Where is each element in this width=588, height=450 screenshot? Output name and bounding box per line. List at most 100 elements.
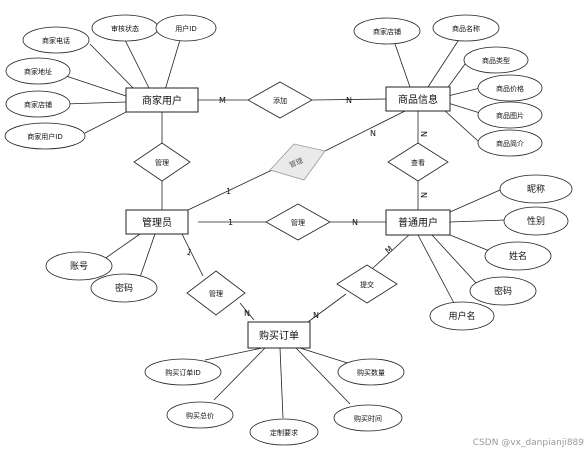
attr-product-image-label: 商品图片 bbox=[496, 111, 524, 120]
watermark: CSDN @vx_danpianji889 bbox=[472, 438, 584, 448]
attr-product-intro-label: 商品简介 bbox=[496, 139, 524, 148]
attr-merchant-shop-label: 商家店铺 bbox=[24, 100, 52, 109]
attr-user-password-label: 密码 bbox=[494, 285, 512, 297]
attr-custom-req[interactable]: 定制要求 bbox=[249, 418, 319, 446]
attr-merchant-user-id-label: 商家用户ID bbox=[27, 132, 62, 141]
attr-total-price[interactable]: 购买总价 bbox=[166, 401, 234, 429]
edge-total-price bbox=[213, 347, 266, 401]
card-view-user-n: N bbox=[419, 192, 428, 198]
attr-merchant-phone[interactable]: 商家电话 bbox=[22, 26, 90, 54]
edge-username bbox=[417, 234, 456, 306]
card-shaded-product-n: N bbox=[370, 129, 376, 138]
attr-purchase-time-label: 购买时间 bbox=[354, 414, 382, 423]
card-submit-order-n: N bbox=[313, 311, 319, 320]
entity-admin[interactable]: 管理员 bbox=[125, 209, 189, 235]
attr-product-type[interactable]: 商品类型 bbox=[463, 46, 529, 74]
card-product-view-n: N bbox=[419, 131, 428, 137]
attr-quantity-label: 购买数量 bbox=[357, 368, 385, 377]
attr-merchant-user-id[interactable]: 商家用户ID bbox=[4, 122, 86, 150]
attr-user-id[interactable]: 用户ID bbox=[155, 14, 217, 42]
attr-product-intro[interactable]: 商品简介 bbox=[477, 129, 543, 157]
attr-order-id-label: 购买订单ID bbox=[165, 368, 200, 377]
edge-merchant-user-id bbox=[84, 109, 131, 134]
edge-purchase-time bbox=[295, 347, 351, 405]
edge-user-password bbox=[431, 234, 477, 284]
rel-view[interactable]: 查看 bbox=[387, 142, 449, 182]
attr-purchase-time[interactable]: 购买时间 bbox=[333, 404, 403, 432]
edges bbox=[59, 37, 506, 419]
card-merchant-add-m: M bbox=[219, 96, 226, 105]
edge-custom-req bbox=[279, 347, 284, 419]
card-admin-mid-1: 1 bbox=[228, 218, 233, 227]
attr-product-shop[interactable]: 商家店铺 bbox=[353, 17, 421, 45]
attr-admin-password[interactable]: 密码 bbox=[90, 273, 158, 303]
entity-product-info-label: 商品信息 bbox=[398, 93, 438, 106]
edge-product-image bbox=[447, 102, 481, 114]
attr-nickname[interactable]: 昵称 bbox=[499, 174, 573, 204]
edge-manage-order-order bbox=[239, 302, 255, 321]
edge-submit-order bbox=[307, 293, 347, 323]
attr-custom-req-label: 定制要求 bbox=[270, 428, 298, 437]
rel-manage-shaded[interactable]: 管理 bbox=[269, 143, 326, 181]
entity-product-info[interactable]: 商品信息 bbox=[385, 86, 451, 112]
card-add-product-n: N bbox=[346, 96, 352, 105]
attr-product-name[interactable]: 商品名称 bbox=[432, 14, 500, 42]
attr-username[interactable]: 用户名 bbox=[429, 301, 495, 331]
rel-manage-top-label: 管理 bbox=[155, 158, 169, 167]
entity-normal-user[interactable]: 普通用户 bbox=[385, 209, 451, 236]
rel-manage-mid[interactable]: 管理 bbox=[265, 203, 331, 241]
card-mid-user-n: N bbox=[352, 218, 358, 227]
attr-user-password[interactable]: 密码 bbox=[469, 276, 537, 306]
attr-gender-label: 性别 bbox=[527, 215, 545, 227]
card-admin-order-1: 1 bbox=[185, 247, 193, 257]
edge-add-product bbox=[311, 98, 387, 101]
attr-product-name-label: 商品名称 bbox=[452, 24, 480, 33]
attr-order-id[interactable]: 购买订单ID bbox=[144, 358, 222, 386]
attr-full-name[interactable]: 姓名 bbox=[484, 241, 552, 271]
attr-account-label: 账号 bbox=[70, 261, 88, 272]
edge-user-id bbox=[164, 39, 181, 91]
edge-account bbox=[99, 233, 141, 263]
attr-audit-status[interactable]: 审核状态 bbox=[91, 14, 159, 42]
attr-product-shop-label: 商家店铺 bbox=[373, 27, 401, 36]
edge-admin-password bbox=[137, 233, 156, 284]
rel-manage-top[interactable]: 管理 bbox=[133, 142, 191, 182]
entity-purchase-order[interactable]: 购买订单 bbox=[247, 321, 311, 349]
edge-merchant-address bbox=[59, 73, 127, 97]
edge-full-name bbox=[444, 232, 493, 253]
edge-user-submit bbox=[372, 233, 411, 269]
entity-merchant-user[interactable]: 商家用户 bbox=[125, 87, 199, 113]
attr-merchant-address[interactable]: 商家地址 bbox=[5, 57, 71, 85]
edge-product-shop bbox=[394, 43, 411, 88]
rel-manage-order[interactable]: 管理 bbox=[186, 270, 246, 316]
attr-user-id-label: 用户ID bbox=[175, 24, 196, 33]
attr-merchant-shop[interactable]: 商家店铺 bbox=[5, 90, 71, 118]
attr-account[interactable]: 账号 bbox=[45, 251, 113, 281]
entity-normal-user-label: 普通用户 bbox=[398, 216, 438, 229]
rel-submit-label: 提交 bbox=[360, 280, 374, 289]
edge-product-price bbox=[447, 87, 481, 97]
attr-total-price-label: 购买总价 bbox=[186, 411, 214, 420]
rel-submit[interactable]: 提交 bbox=[336, 264, 398, 304]
attr-nickname-label: 昵称 bbox=[527, 183, 545, 195]
attr-merchant-address-label: 商家地址 bbox=[24, 67, 52, 76]
attr-audit-status-label: 审核状态 bbox=[111, 24, 139, 33]
edge-admin-manage-order bbox=[181, 233, 204, 277]
rel-add[interactable]: 添加 bbox=[247, 81, 313, 119]
rel-manage-order-label: 管理 bbox=[209, 289, 223, 298]
edge-shaded-product bbox=[324, 110, 406, 152]
edge-nickname bbox=[449, 189, 501, 213]
edge-audit-status bbox=[124, 39, 151, 91]
attr-admin-password-label: 密码 bbox=[115, 282, 133, 294]
edge-order-id bbox=[204, 347, 263, 361]
attr-product-price[interactable]: 商品价格 bbox=[477, 74, 543, 102]
attr-merchant-phone-label: 商家电话 bbox=[42, 36, 70, 45]
attr-product-image[interactable]: 商品图片 bbox=[477, 101, 543, 129]
attr-username-label: 用户名 bbox=[448, 310, 475, 322]
card-manage-order-n: N bbox=[244, 309, 250, 318]
attr-quantity[interactable]: 购买数量 bbox=[337, 358, 405, 386]
attr-product-price-label: 商品价格 bbox=[496, 84, 524, 93]
rel-manage-mid-label: 管理 bbox=[291, 218, 305, 227]
attr-gender[interactable]: 性别 bbox=[503, 206, 569, 236]
